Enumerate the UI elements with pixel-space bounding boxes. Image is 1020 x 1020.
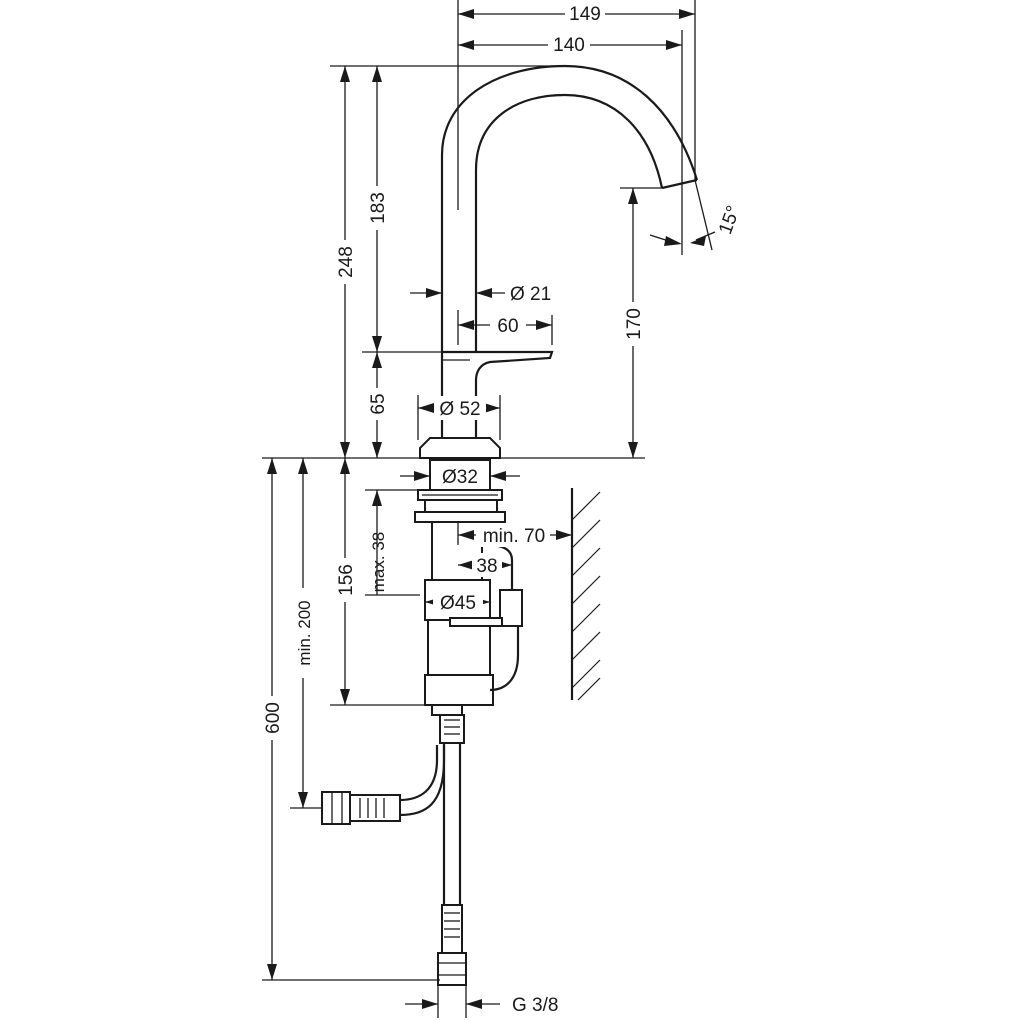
dim-angle-15: 15° — [649, 179, 745, 251]
dim-60-label: 60 — [497, 316, 518, 337]
dim-38: 38 — [458, 553, 512, 577]
dim-600: 600 — [260, 458, 440, 981]
dim-diameter-45: Ø45 — [425, 590, 490, 614]
dim-diameter-32-label: Ø32 — [442, 467, 478, 488]
dim-min-70: min. 70 — [457, 522, 572, 547]
dim-min-70-label: min. 70 — [483, 526, 545, 547]
dim-min-200-label: min. 200 — [295, 600, 314, 665]
dim-38-label: 38 — [476, 556, 497, 577]
dim-183-label: 183 — [368, 192, 389, 224]
dim-248: 248 — [333, 66, 357, 458]
dim-max-38: max. 38 — [365, 489, 420, 596]
dim-max-38-label: max. 38 — [369, 532, 388, 592]
dim-149-label: 149 — [569, 4, 601, 25]
dim-diameter-52: Ø 52 — [417, 395, 501, 440]
dim-thread-label: G 3/8 — [512, 995, 558, 1016]
wall-hatching — [570, 488, 601, 701]
dim-min-200: min. 200 — [290, 458, 322, 809]
dim-diameter-21: Ø 21 — [410, 284, 551, 305]
supply-hose-long — [437, 714, 467, 986]
supply-hose-short — [321, 745, 446, 825]
dim-diameter-52-label: Ø 52 — [439, 399, 480, 420]
dim-angle-label: 15° — [715, 203, 745, 237]
dim-diameter-21-label: Ø 21 — [510, 284, 551, 305]
dim-156: 156 — [330, 458, 430, 706]
dim-149: 149 — [458, 2, 695, 26]
faucet-spout — [440, 64, 699, 352]
dim-60: 60 — [457, 310, 553, 345]
dim-600-label: 600 — [263, 702, 284, 734]
dim-140: 140 — [458, 33, 682, 57]
dim-183: 183 — [365, 66, 389, 352]
dim-170-label: 170 — [624, 308, 645, 340]
dim-65: 65 — [365, 352, 389, 458]
dim-thread-g38: G 3/8 — [405, 985, 558, 1018]
dim-248-label: 248 — [336, 246, 357, 278]
dim-65-label: 65 — [368, 393, 389, 414]
faucet-handle — [442, 350, 554, 400]
dim-170: 170 — [621, 188, 645, 458]
dim-156-label: 156 — [336, 564, 357, 596]
dim-diameter-45-label: Ø45 — [440, 593, 476, 614]
dim-140-label: 140 — [553, 35, 585, 56]
dim-diameter-32: Ø32 — [400, 464, 520, 488]
